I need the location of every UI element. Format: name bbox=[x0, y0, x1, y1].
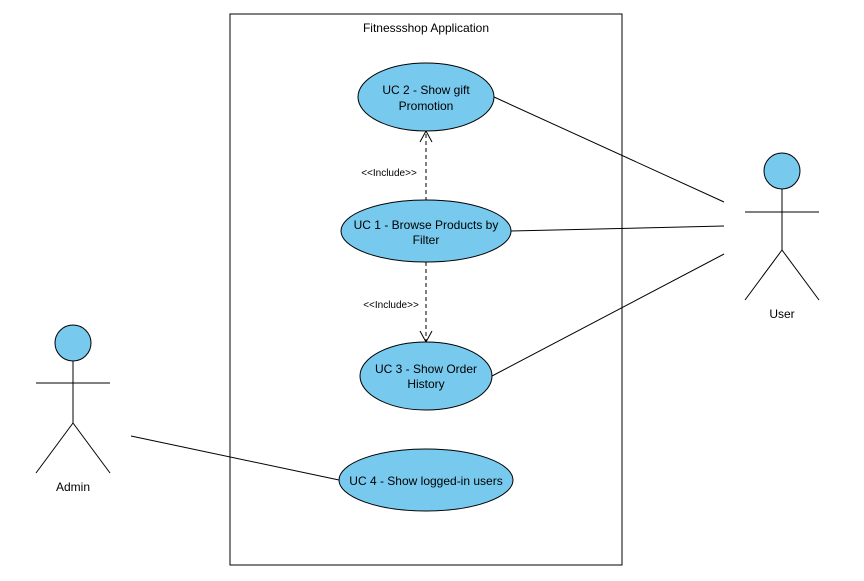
use-case-ellipse bbox=[340, 199, 512, 263]
actor-admin: Admin bbox=[35, 324, 111, 494]
include-label-top: <<Include>> bbox=[361, 168, 417, 179]
use-case-uc2: UC 2 - Show gift Promotion bbox=[357, 62, 495, 132]
association-user-uc3 bbox=[491, 253, 725, 377]
actor-name: Admin bbox=[56, 480, 90, 494]
actor-left-leg bbox=[744, 249, 783, 301]
use-case-label: UC 4 - Show logged-in users bbox=[349, 474, 502, 488]
actor-user: User bbox=[744, 152, 820, 321]
use-case-label: Filter bbox=[413, 233, 440, 247]
use-case-ellipse bbox=[359, 341, 493, 411]
association-user-uc1 bbox=[510, 225, 725, 232]
use-case-uc3: UC 3 - Show Order History bbox=[359, 341, 493, 411]
actor-left-leg bbox=[35, 422, 74, 474]
use-case-label: UC 1 - Browse Products by bbox=[354, 218, 499, 232]
use-case-label: Promotion bbox=[399, 99, 454, 113]
use-case-uc1: UC 1 - Browse Products by Filter bbox=[340, 199, 512, 263]
use-case-label: UC 3 - Show Order bbox=[375, 362, 477, 376]
association-admin-uc4 bbox=[130, 435, 340, 481]
use-case-uc4: UC 4 - Show logged-in users bbox=[338, 448, 514, 512]
actor-head-icon bbox=[763, 152, 801, 190]
actor-right-leg bbox=[72, 422, 111, 474]
actor-name: User bbox=[769, 307, 794, 321]
actor-head-icon bbox=[54, 324, 92, 362]
system-title: Fitnessshop Application bbox=[363, 21, 489, 35]
use-case-label: History bbox=[407, 377, 444, 391]
actor-right-leg bbox=[781, 249, 820, 301]
association-user-uc2 bbox=[493, 96, 725, 203]
include-label-bottom: <<Include>> bbox=[363, 300, 419, 311]
use-case-label: UC 2 - Show gift bbox=[382, 83, 470, 97]
use-case-ellipse bbox=[338, 448, 514, 512]
use-case-ellipse bbox=[357, 62, 495, 132]
